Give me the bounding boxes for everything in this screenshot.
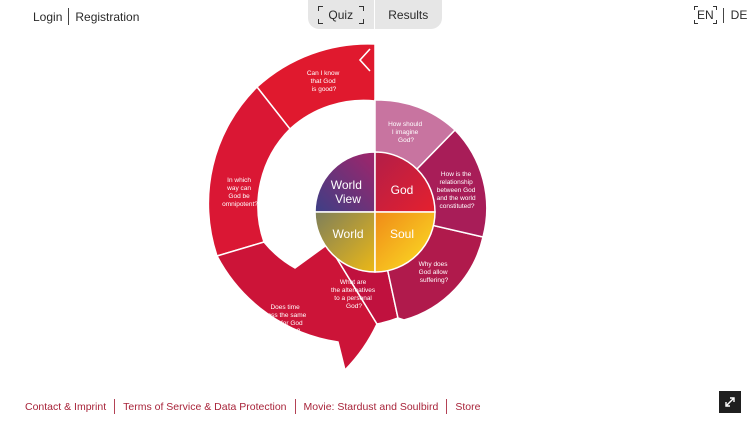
question-time-for-god: Does time pass the same way for God as f… <box>264 304 308 335</box>
quadrant-soul[interactable] <box>374 211 436 273</box>
lang-de-button[interactable]: DE <box>730 8 748 22</box>
tab-quiz-label: Quiz <box>328 7 354 22</box>
tab-results-label: Results <box>388 7 429 22</box>
focus-corner <box>694 6 698 10</box>
expand-icon <box>725 397 735 407</box>
question-relationship: How is the relationship between God and … <box>437 171 478 210</box>
footer-divider <box>114 399 116 414</box>
focus-corner <box>358 6 364 11</box>
expand-button[interactable] <box>719 391 741 413</box>
question-suffering: Why does God allow suffering? <box>419 261 450 284</box>
login-link[interactable]: Login <box>33 9 63 24</box>
center-label-world: World <box>332 227 363 241</box>
mode-tabs: Quiz Results <box>308 0 442 29</box>
question-know-god-good: Can I know that God is good? <box>307 70 341 93</box>
tab-quiz[interactable]: Quiz <box>308 0 374 29</box>
tab-divider <box>373 0 375 29</box>
footer-links: Contact & Imprint Terms of Service & Dat… <box>25 399 480 414</box>
focus-corner <box>318 19 323 24</box>
store-link[interactable]: Store <box>455 400 481 413</box>
movie-link[interactable]: Movie: Stardust and Soulbird <box>303 400 439 413</box>
segment-time-for-god[interactable] <box>215 241 378 372</box>
lang-divider <box>722 7 724 23</box>
footer-divider <box>446 399 448 414</box>
registration-link[interactable]: Registration <box>75 9 140 24</box>
terms-link[interactable]: Terms of Service & Data Protection <box>123 400 287 413</box>
center-label-god: God <box>391 183 414 197</box>
contact-imprint-link[interactable]: Contact & Imprint <box>25 400 107 413</box>
question-imagine-god: How should I imagine God? <box>388 121 424 144</box>
lang-en-label: EN <box>697 8 714 22</box>
footer-divider <box>294 399 296 414</box>
chevron-left-icon[interactable] <box>358 48 371 72</box>
nav-divider <box>68 8 70 25</box>
lang-en-button[interactable]: EN <box>694 6 717 24</box>
focus-corner <box>358 19 364 24</box>
top-nav: Login Registration <box>33 8 139 25</box>
tab-results[interactable]: Results <box>375 0 443 29</box>
question-omnipotent: In which way can God be omnipotent? <box>222 177 258 208</box>
focus-corner <box>694 20 698 24</box>
question-alternatives: What are the alternatives to a personal … <box>331 279 377 310</box>
segment-omnipotent[interactable] <box>207 85 292 257</box>
focus-corner <box>318 6 323 11</box>
focus-corner <box>712 6 717 10</box>
quadrant-world[interactable] <box>314 211 376 273</box>
language-switch: EN DE <box>694 6 747 24</box>
center-label-worldview: World View <box>331 178 365 206</box>
focus-corner <box>712 20 717 24</box>
quadrant-world-view[interactable] <box>314 151 376 213</box>
quadrant-god[interactable] <box>374 151 436 213</box>
center-label-soul: Soul <box>390 227 414 241</box>
